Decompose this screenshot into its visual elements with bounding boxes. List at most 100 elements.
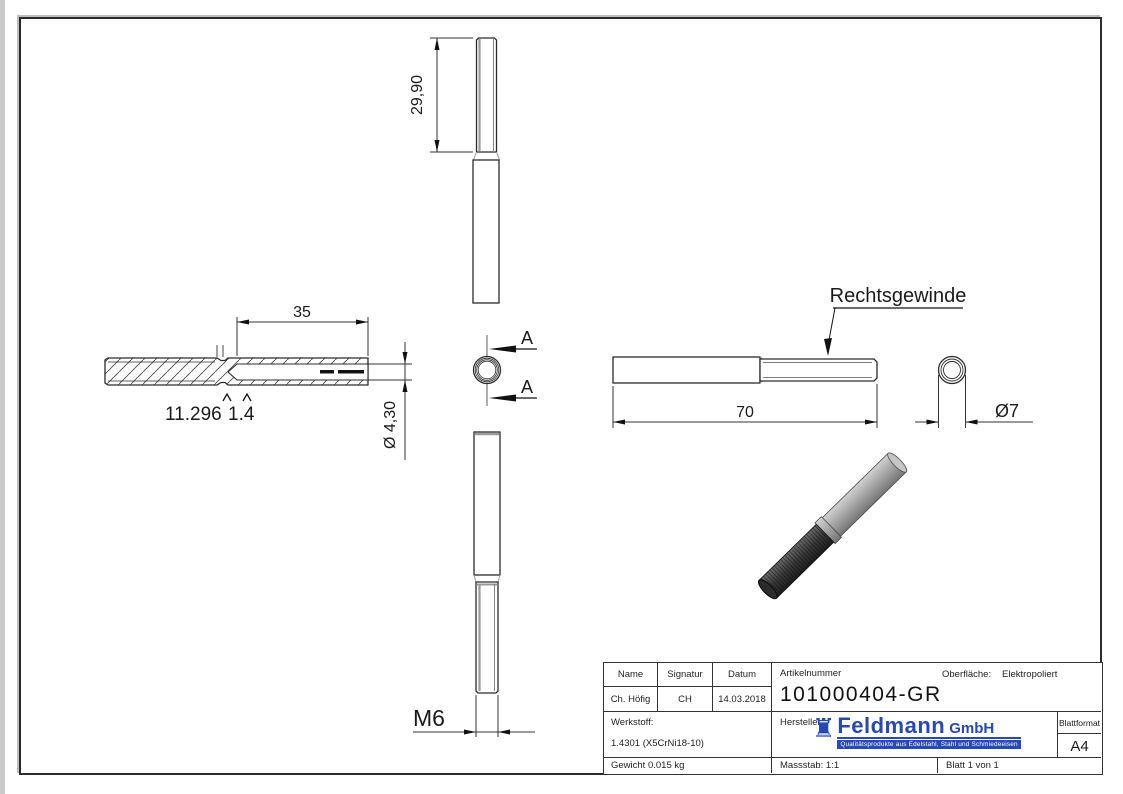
section-arrow-top: A	[489, 328, 537, 353]
logo-brand: Feldmann	[837, 713, 946, 738]
view-front-section: 35 Ø 4,30 11.296 1.4	[104, 304, 412, 460]
artikelnummer-label: Artikelnummer	[780, 668, 842, 679]
end-view-d7: Ø7	[915, 355, 1033, 428]
werkstoff-value: 1.4301 (X5CrNi18-10)	[611, 738, 704, 749]
logo-tagline: Qualitätsprodukte aus Edelstahl, Stahl u…	[837, 740, 1021, 749]
hersteller-label: Hersteller	[780, 717, 821, 728]
dimension-70: 70	[612, 384, 878, 428]
dim-arrow	[464, 729, 476, 735]
chamfer-transition	[473, 574, 501, 583]
inner-circle	[940, 358, 964, 382]
value-signatur: CH	[658, 687, 713, 712]
blattformat-label: Blattformat	[1058, 712, 1101, 734]
dim-text-70: 70	[736, 404, 754, 421]
thread-stud-outline	[475, 581, 499, 694]
castle-icon: ♜	[812, 713, 836, 743]
artikelnummer-cell: Artikelnummer 101000404-GR Oberfläche: E…	[772, 663, 1101, 712]
gewicht-cell: Gewicht 0.015 kg	[604, 758, 772, 773]
dim-arrow	[402, 352, 408, 364]
part-marking	[338, 370, 364, 374]
dim-text-4-30: Ø 4,30	[382, 401, 399, 449]
tube-body-outline	[473, 431, 501, 576]
feldmann-logo: ♜ Feldmann GmbH Qualitätsprodukte aus Ed…	[812, 715, 1021, 749]
caret-arrow	[222, 392, 232, 402]
dim-text-1-4: 1.4	[228, 404, 255, 425]
view-top: 29,90	[409, 37, 500, 304]
tube-body-outline	[472, 159, 500, 304]
section-label-a-top: A	[521, 328, 533, 348]
gewicht-value: Gewicht 0.015 kg	[611, 760, 685, 771]
dim-text-m6: M6	[413, 705, 445, 731]
end-view-circle	[472, 355, 502, 385]
bore-circle	[943, 361, 961, 379]
thread-end-cap-3d	[757, 579, 778, 600]
value-name: Ch. Höfig	[604, 687, 658, 712]
dim-arrow	[498, 729, 510, 735]
dim-arrow	[965, 419, 978, 425]
logo-brandline: Feldmann GmbH	[837, 713, 1021, 739]
werkstoff-cell: Werkstoff: 1.4301 (X5CrNi18-10)	[604, 712, 772, 758]
leader-line	[828, 307, 836, 341]
dim-text-11-296: 11.296	[165, 404, 222, 425]
dim-arrow	[434, 38, 440, 50]
logo-text-block: Feldmann GmbH Qualitätsprodukte aus Edel…	[837, 713, 1021, 749]
dim-arrow	[926, 419, 939, 425]
artikelnummer-value: 101000404-GR	[780, 683, 942, 706]
dim-text-35: 35	[293, 304, 311, 321]
oberflaeche-value: Elektropoliert	[1002, 669, 1058, 680]
dim-arrow	[434, 140, 440, 152]
logo-suffix: GmbH	[949, 720, 995, 737]
blatt-cell: Blatt 1 von 1	[938, 758, 1101, 773]
dim-arrow	[402, 380, 408, 392]
note-text-rechtsgewinde: Rechtsgewinde	[830, 285, 967, 307]
dim-arrow	[237, 319, 249, 325]
section-arrowhead	[489, 394, 516, 402]
bore-circle	[477, 360, 497, 380]
thread-ridges	[759, 524, 834, 599]
oberflaeche-label: Oberfläche:	[942, 669, 992, 680]
dim-arrow	[865, 419, 877, 425]
header-signatur: Signatur	[658, 663, 713, 687]
dimension-m6: M6	[413, 695, 535, 737]
dimension-overlap-labels: 11.296 1.4	[165, 392, 255, 425]
section-arrow-bottom: A	[489, 377, 537, 402]
part-marking	[320, 370, 334, 374]
page-edge-shadow	[0, 0, 5, 794]
render-3d	[757, 452, 908, 600]
header-datum: Datum	[713, 663, 772, 687]
rod-body-3d	[821, 452, 907, 538]
dim-text-29-90: 29,90	[409, 75, 426, 115]
dim-text-d7: Ø7	[995, 401, 1019, 421]
dimension-29-90: 29,90	[409, 37, 473, 153]
dimension-bore-4-30: Ø 4,30	[368, 342, 412, 460]
thread-circle	[474, 357, 500, 383]
section-arrowhead	[489, 345, 516, 353]
view-section-mark: A A	[472, 328, 537, 406]
view-bottom: M6	[413, 431, 535, 737]
thread-note: Rechtsgewinde	[824, 285, 966, 356]
tube-body-outline	[612, 356, 761, 384]
header-name: Name	[604, 663, 658, 687]
blattformat-cell: Blattformat A4	[1058, 712, 1101, 758]
chamfer-transition	[473, 151, 500, 161]
title-block: Name Signatur Datum Ch. Höfig CH 14.03.2…	[603, 662, 1103, 775]
section-label-a-bottom: A	[521, 377, 533, 397]
leader-arrowhead	[824, 338, 832, 356]
view-side: Rechtsgewinde 70 Ø7	[612, 285, 1033, 428]
werkstoff-label: Werkstoff:	[611, 717, 654, 728]
caret-arrow	[242, 392, 252, 402]
hersteller-cell: Hersteller ♜ Feldmann GmbH Qualitätsprod…	[772, 712, 1058, 758]
thread-stud-outline	[759, 358, 878, 382]
massstab-cell: Massstab: 1:1	[772, 758, 938, 773]
dim-arrow	[613, 419, 625, 425]
massstab-value: Massstab: 1:1	[780, 760, 840, 771]
blattformat-value: A4	[1070, 737, 1089, 755]
sheet-frame	[19, 17, 1102, 775]
value-datum: 14.03.2018	[713, 687, 772, 712]
dimension-35: 35	[236, 304, 369, 356]
rod-end-3d	[887, 452, 908, 473]
dim-arrow	[356, 319, 368, 325]
rod-3d	[757, 452, 908, 600]
blatt-value: Blatt 1 von 1	[946, 760, 999, 771]
